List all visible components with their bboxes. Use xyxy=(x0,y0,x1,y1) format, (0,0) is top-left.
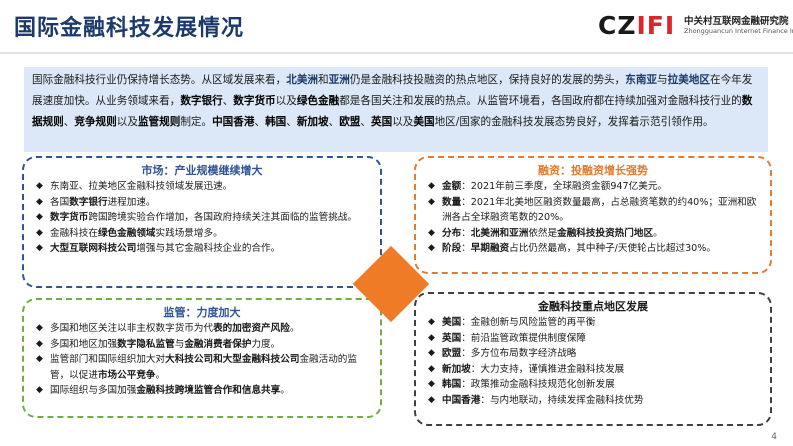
logo-name-cn: 中关村互联网金融研究院 xyxy=(684,16,789,27)
title-divider xyxy=(0,52,793,54)
logo-mark: CZIFI xyxy=(598,11,676,40)
list-item: ◆欧盟：多方位布局数字经济战略 xyxy=(428,346,760,362)
bullet-icon: ◆ xyxy=(428,348,435,358)
bullet-icon: ◆ xyxy=(36,323,43,333)
logo-name-en: Zhongguancun Internet Finance Institute xyxy=(684,27,793,35)
regions-box: 金融科技重点地区发展 ◆美国：金融创新与风险监管的再平衡◆英国：前沿监管政策提供… xyxy=(414,292,772,426)
bullet-icon: ◆ xyxy=(428,227,435,238)
intro-summary: 国际金融科技行业仍保持增长态势。从区域发展来看，北美洲和亚洲仍是金融科技投融资的… xyxy=(24,67,768,152)
market-box: 市场：产业规模继续增大 ◆东南亚、拉美地区金融科技领域发展迅速。◆各国数字银行进… xyxy=(22,156,382,288)
bullet-icon: ◆ xyxy=(428,243,435,253)
bullet-icon: ◆ xyxy=(428,363,435,374)
regulation-box: 监管：力度加大 ◆多国和地区关注以非主权数字货币为代表的加密资产风险。◆多国和地… xyxy=(22,298,382,418)
regulation-list: ◆多国和地区关注以非主权数字货币为代表的加密资产风险。◆多国和地区加强数字隐私监… xyxy=(24,321,380,399)
financing-heading: 融资：投融资增长强势 xyxy=(538,164,648,177)
regulation-heading: 监管：力度加大 xyxy=(163,306,241,319)
list-item: ◆金融科技在绿色金融领域实践场景增多。 xyxy=(36,226,370,242)
bullet-icon: ◆ xyxy=(428,379,435,389)
financing-box: 融资：投融资增长强势 ◆金额：2021年前三季度，全球融资金额947亿美元。◆数… xyxy=(414,156,772,274)
list-item: ◆多国和地区加强数字隐私监管与金融消费者保护力度。 xyxy=(36,337,370,353)
list-item: ◆多国和地区关注以非主权数字货币为代表的加密资产风险。 xyxy=(36,321,370,337)
list-item: ◆各国数字银行进程加速。 xyxy=(36,195,370,211)
list-item: ◆数量：2021年北美地区融资数量最高，占总融资笔数的约40%；亚洲和欧洲各占全… xyxy=(428,196,757,224)
bullet-icon: ◆ xyxy=(36,212,43,222)
bullet-icon: ◆ xyxy=(428,317,435,327)
page-title: 国际金融科技发展情况 xyxy=(14,16,245,41)
list-item: ◆数字货币跨国跨境实验合作增加，各国政府持续关注其面临的监管挑战。 xyxy=(36,210,370,226)
list-item: ◆阶段：早期融资占比仍然最高，其中种子/天使轮占比超过30%。 xyxy=(428,241,760,257)
list-item: ◆英国：前沿监管政策提供制度保障 xyxy=(428,331,760,347)
list-item: ◆中国香港：与内地联动，持续发挥金融科技优势 xyxy=(428,393,760,409)
list-item: ◆东南亚、拉美地区金融科技领域发展迅速。 xyxy=(36,179,370,195)
bullet-icon: ◆ xyxy=(36,227,43,238)
list-item: ◆分布：北美洲和亚洲依然是金融科技投资热门地区。 xyxy=(428,226,760,242)
list-item: ◆美国：金融创新与风险监管的再平衡 xyxy=(428,315,760,331)
list-item: ◆金额：2021年前三季度，全球融资金额947亿美元。 xyxy=(428,179,760,195)
bullet-icon: ◆ xyxy=(428,394,435,405)
list-item: ◆大型互联网科技公司增强与其它金融科技企业的合作。 xyxy=(36,241,370,257)
list-item: ◆国际组织与多国加强金融科技跨境监管合作和信息共享。 xyxy=(36,383,370,399)
bullet-icon: ◆ xyxy=(428,332,435,343)
regions-list: ◆美国：金融创新与风险监管的再平衡◆英国：前沿监管政策提供制度保障◆欧盟：多方位… xyxy=(416,315,770,408)
bullet-icon: ◆ xyxy=(428,181,435,191)
list-item: ◆监管部门和国际组织加大对大科技公司和大型金融科技公司金融活动的监管，以促进市场… xyxy=(36,354,357,381)
regions-heading: 金融科技重点地区发展 xyxy=(538,300,648,313)
bullet-icon: ◆ xyxy=(36,243,43,253)
market-list: ◆东南亚、拉美地区金融科技领域发展迅速。◆各国数字银行进程加速。◆数字货币跨国跨… xyxy=(24,179,380,257)
list-item: ◆新加坡：大力支持，谨慎推进金融科技发展 xyxy=(428,362,760,378)
institute-logo: CZIFI 中关村互联网金融研究院 Zhongguancun Internet … xyxy=(598,11,793,41)
page-number: 4 xyxy=(771,432,777,442)
market-heading: 市场：产业规模继续增大 xyxy=(141,164,263,177)
bullet-icon: ◆ xyxy=(36,196,43,207)
financing-list: ◆金额：2021年前三季度，全球融资金额947亿美元。◆数量：2021年北美地区… xyxy=(416,179,770,257)
bullet-icon: ◆ xyxy=(428,196,435,207)
bullet-icon: ◆ xyxy=(36,181,43,191)
list-item: ◆韩国：政策推动金融科技规范化创新发展 xyxy=(428,377,760,393)
bullet-icon: ◆ xyxy=(36,354,43,364)
bullet-icon: ◆ xyxy=(36,338,43,349)
bullet-icon: ◆ xyxy=(36,385,43,395)
